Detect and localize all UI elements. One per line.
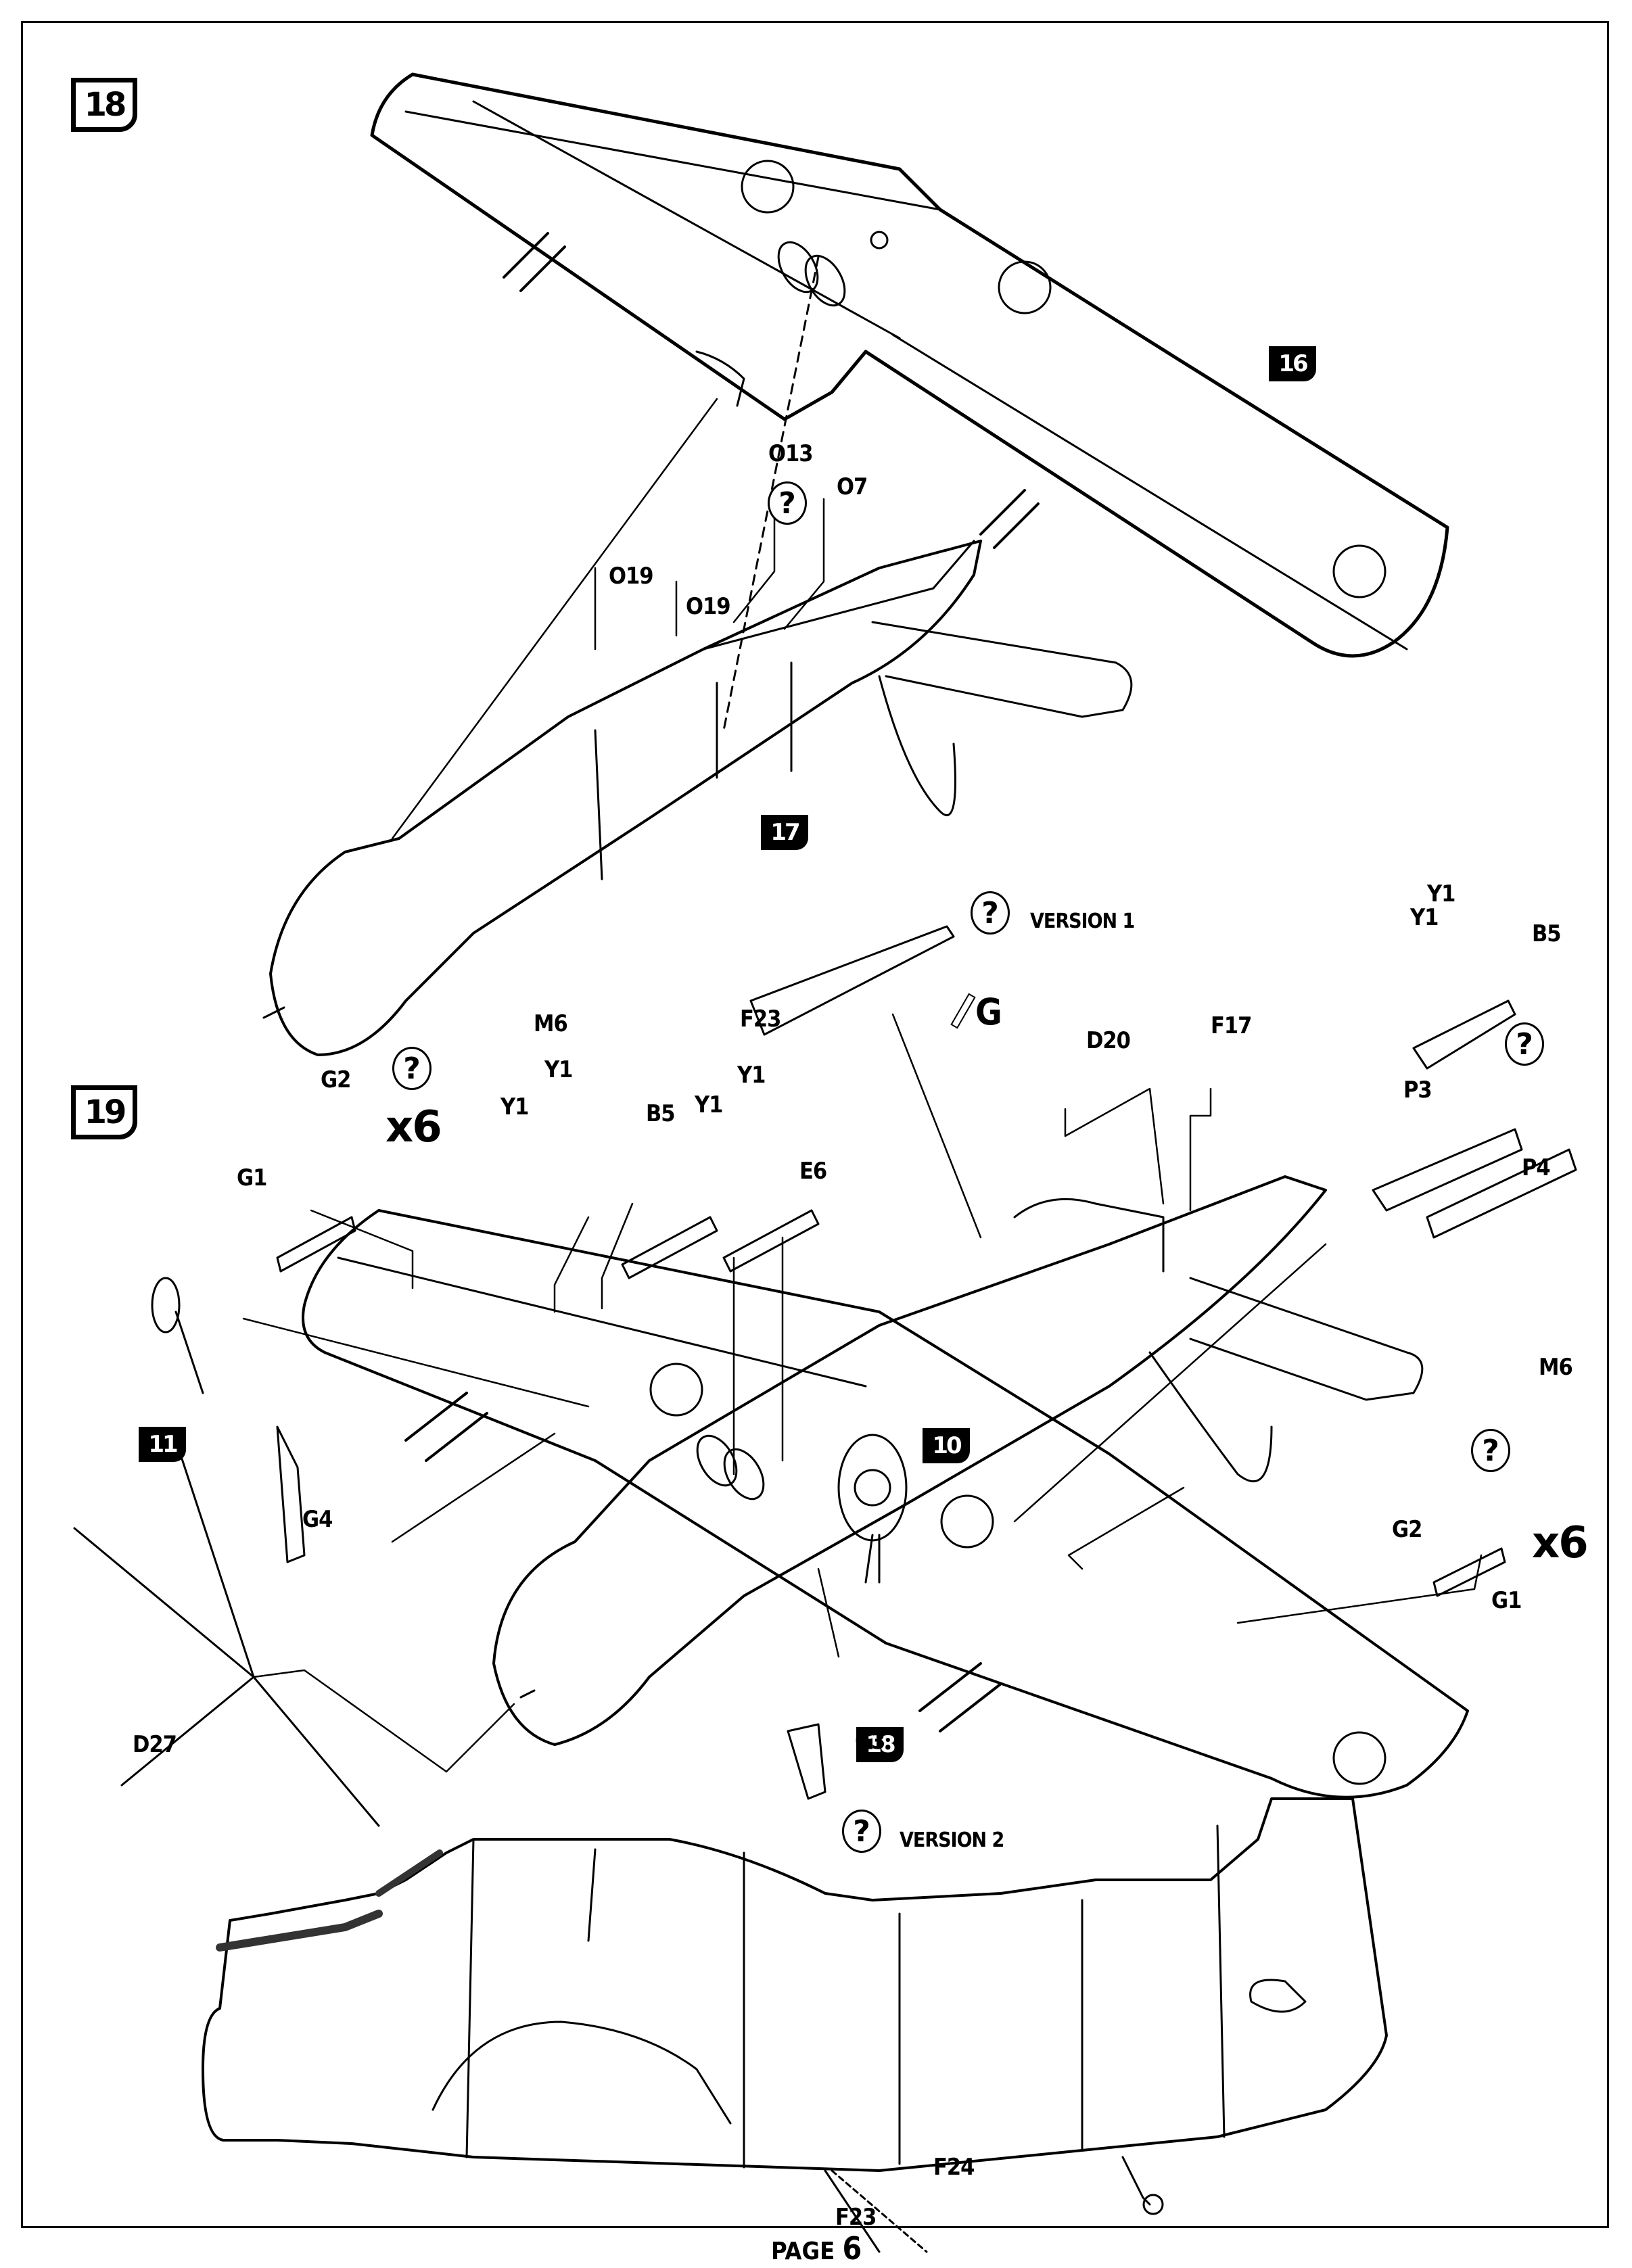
option-icon: ? [1505,1022,1544,1066]
part-label-b5: B5 [646,1100,676,1127]
part-label-b5: B5 [1532,920,1562,947]
side-view-version2 [202,1797,1388,2253]
option-icon: ? [392,1047,432,1090]
reference-step-18: 18 [856,1727,904,1762]
part-label-g2: G2 [321,1066,351,1093]
part-label-g3: G3 [855,1728,885,1755]
part-label-y1: Y1 [500,1093,529,1120]
part-label-f24: F24 [933,2154,975,2181]
part-label-p3: P3 [1403,1077,1432,1104]
part-label-e6: E6 [799,1158,827,1185]
reference-step-16: 16 [1269,346,1316,381]
part-label-g1: G1 [1491,1587,1522,1614]
part-label-d20: D20 [1086,1027,1131,1054]
reference-step-10: 10 [923,1428,970,1463]
part-label-y1: Y1 [737,1062,766,1089]
part-label-y1: Y1 [695,1091,723,1118]
page-number: PAGE 6 [771,2230,862,2267]
part-label-d27: D27 [133,1731,177,1758]
part-label-y1: Y1 [1427,880,1455,907]
reference-step-17: 17 [761,815,808,850]
step-number-19: 19 [71,1085,137,1139]
page-frame [21,21,1609,2228]
part-label-g4: G4 [302,1506,333,1533]
part-label-f23: F23 [835,2204,877,2231]
part-label-f17: F17 [1211,1012,1252,1039]
version-1-label: VERSION 1 [1030,909,1135,933]
version-2-label: VERSION 2 [900,1828,1004,1852]
reference-step-11: 11 [139,1427,186,1462]
quantity-multiplier: x6 [386,1102,442,1152]
option-icon-version2: ? [842,1810,881,1853]
part-sketches [73,925,1577,1827]
option-icon: ? [1471,1429,1510,1472]
part-label-o13: O13 [768,440,814,467]
part-label-y1: Y1 [1410,904,1439,931]
option-icon: ? [768,481,807,525]
leader-lines-step18 [391,398,825,840]
option-icon-version1: ? [971,891,1010,935]
part-label-m6: M6 [1539,1354,1573,1381]
part-label-m6: M6 [534,1010,568,1037]
paint-code-label: G [975,991,1002,1033]
leader-lines-step19 [242,1013,1483,1773]
page-label: PAGE [771,2238,835,2265]
part-label-o19: O19 [609,563,654,590]
step-number-18: 18 [71,78,137,132]
part-label-g2: G2 [1392,1516,1422,1543]
wing-upper-assembly [370,72,1449,732]
part-label-o7: O7 [837,473,868,500]
fuselage-step19 [492,1175,1424,1746]
part-label-y1: Y1 [544,1056,573,1083]
quantity-multiplier: x6 [1532,1518,1589,1568]
part-label-o19: O19 [686,593,731,620]
wing-lower-assembly [302,1209,1469,1799]
part-label-p4: P4 [1522,1154,1551,1181]
fuselage-step18 [262,540,1133,1056]
part-label-f23: F23 [740,1006,781,1033]
part-label-g1: G1 [237,1164,267,1191]
page-number-value: 6 [842,2230,862,2267]
